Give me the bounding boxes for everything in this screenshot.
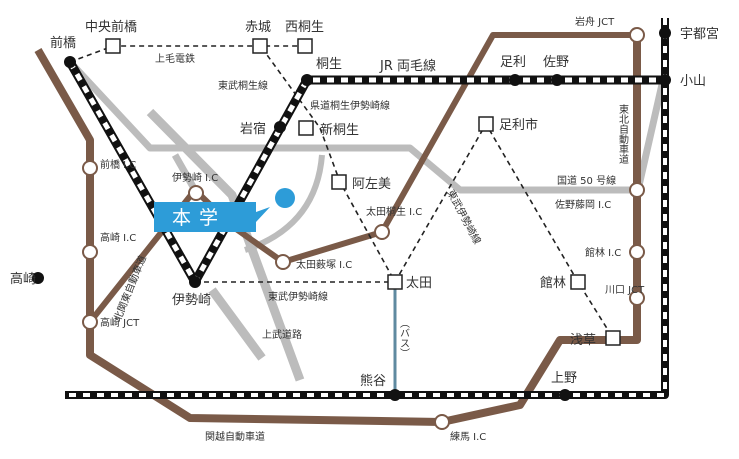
label-tatebayashi: 館林 (540, 276, 566, 291)
tatebayashi-station-square (570, 274, 586, 290)
label-akagi: 赤城 (245, 20, 271, 35)
tobu-isesaki-line-east (394, 122, 614, 339)
label-jomo-dentetsu: 上毛電鉄 (155, 52, 195, 65)
takasaki-ic-marker (82, 244, 98, 260)
iwajuku-station-dot (274, 121, 286, 133)
jr-ryomo-line-dash (67, 60, 663, 285)
badge-shape (154, 202, 270, 232)
label-nishi-kiryu: 西桐生 (285, 20, 324, 35)
rail-stations (32, 27, 671, 401)
label-sano-fujioka-ic: 佐野藤岡 I.C (555, 199, 611, 211)
label-iwajuku: 岩宿 (240, 121, 266, 137)
kawaguchi-jct-marker (629, 290, 645, 306)
university-location-dot (275, 188, 295, 208)
label-kawaguchi-jct: 川口 JCT (605, 285, 645, 296)
label-maebashi-ic: 前橋 I.C (100, 158, 136, 171)
label-shin-kiryu: 新桐生 (320, 122, 359, 138)
label-takasaki: 高崎 (10, 271, 36, 287)
label-ota-yabuzuka-ic: 太田薮塚 I.C (296, 258, 352, 271)
label-iwafune-jct: 岩舟 JCT (575, 15, 615, 28)
roads-layer (67, 59, 667, 382)
label-nerima-ic: 練馬 I.C (450, 430, 486, 443)
tobu-kiryu-line (261, 47, 396, 283)
jomo-dentetsu-line (69, 45, 305, 63)
nerima-ic-marker (434, 414, 450, 430)
sano-station-dot (551, 74, 563, 86)
tatebayashi-ic-marker (629, 244, 645, 260)
jobu-road (146, 108, 305, 382)
kumagaya-station-dot (389, 389, 401, 401)
takasaki-station-dot (32, 272, 44, 284)
interchange-markers (82, 27, 645, 430)
label-jobu-road: 上武道路 (262, 328, 302, 341)
label-kanetsu-expressway: 関越自動車道 (205, 430, 265, 443)
takasaki-jct-marker (82, 314, 98, 330)
isesaki-ic-marker (188, 185, 204, 201)
label-isesaki: 伊勢崎 (172, 293, 211, 308)
ashikagashi-station-square (478, 116, 494, 132)
azami-station-square (331, 174, 347, 190)
private-stations (105, 38, 621, 346)
label-tobu-kiryu: 東武桐生線 (218, 79, 268, 92)
ashikaga-station-dot (509, 74, 521, 86)
badge-label: 本学 (172, 207, 226, 229)
ueno-station-dot (559, 389, 571, 401)
ota-station-square (387, 274, 403, 290)
label-kumagaya: 熊谷 (360, 373, 386, 389)
label-ashikaga: 足利 (500, 55, 526, 70)
label-maebashi: 前橋 (50, 35, 76, 51)
label-bus: （バス） (398, 318, 410, 358)
label-sano: 佐野 (543, 55, 569, 70)
label-isesaki-ic: 伊勢崎 I.C (172, 171, 218, 184)
kanetsu-expressway (34, 34, 641, 426)
label-chuo-maebashi: 中央前橋 (85, 19, 137, 35)
label-tohoku-expressway: 東北自動車道 (617, 103, 629, 164)
dashed-lines-layer (69, 45, 614, 339)
shin-kiryu-station-square (298, 120, 314, 136)
label-jr-ryomo: JR 両毛線 (379, 58, 436, 74)
label-prefectural-road: 県道桐生伊勢崎線 (310, 99, 390, 112)
label-tobu-isesaki-diag: 東武伊勢崎線 (444, 187, 484, 246)
asakusa-station-square (605, 330, 621, 346)
isesaki-station-dot (189, 276, 201, 288)
nishi-kiryu-station-square (297, 38, 313, 54)
rail-layer (65, 18, 669, 399)
road-maebashi-kiryu (67, 59, 667, 194)
label-ueno: 上野 (551, 371, 577, 386)
akagi-station-square (252, 38, 268, 54)
label-utsunomiya: 宇都宮 (680, 26, 719, 42)
label-kiryu: 桐生 (316, 57, 342, 72)
maebashi-station-dot (64, 56, 76, 68)
label-takasaki-ic: 高崎 I.C (100, 231, 136, 244)
label-ashikagashi: 足利市 (499, 117, 538, 133)
jobu-road-branch (208, 287, 266, 361)
label-azami: 阿左美 (352, 177, 391, 192)
oyama-station-dot (659, 74, 671, 86)
ota-yabuzuka-ic-marker (275, 254, 291, 270)
university-badge[interactable]: 本学 (154, 188, 295, 232)
expressway-layer (34, 32, 641, 426)
chuo-maebashi-station-square (105, 38, 121, 54)
label-asakusa: 浅草 (570, 333, 596, 348)
tohoku-main-line-dash (65, 18, 667, 397)
maebashi-ic-marker (82, 160, 98, 176)
sano-fujioka-ic-marker (629, 182, 645, 198)
label-ota: 太田 (406, 276, 432, 291)
label-tobu-isesaki-line: 東武伊勢崎線 (268, 290, 328, 303)
utsunomiya-station-dot (659, 27, 671, 39)
jr-ryomo-line (66, 59, 663, 287)
label-takasaki-jct: 高崎 JCT (100, 316, 140, 329)
kiryu-station-dot (301, 74, 313, 86)
label-tatebayashi-ic: 館林 I.C (585, 246, 621, 259)
label-national-road-50: 国道 50 号線 (557, 174, 616, 187)
label-oyama: 小山 (680, 74, 706, 89)
ota-kiryu-ic-marker (374, 224, 390, 240)
iwafune-jct-marker (629, 27, 645, 43)
label-ota-kiryu-ic: 太田桐生 I.C (366, 205, 422, 218)
